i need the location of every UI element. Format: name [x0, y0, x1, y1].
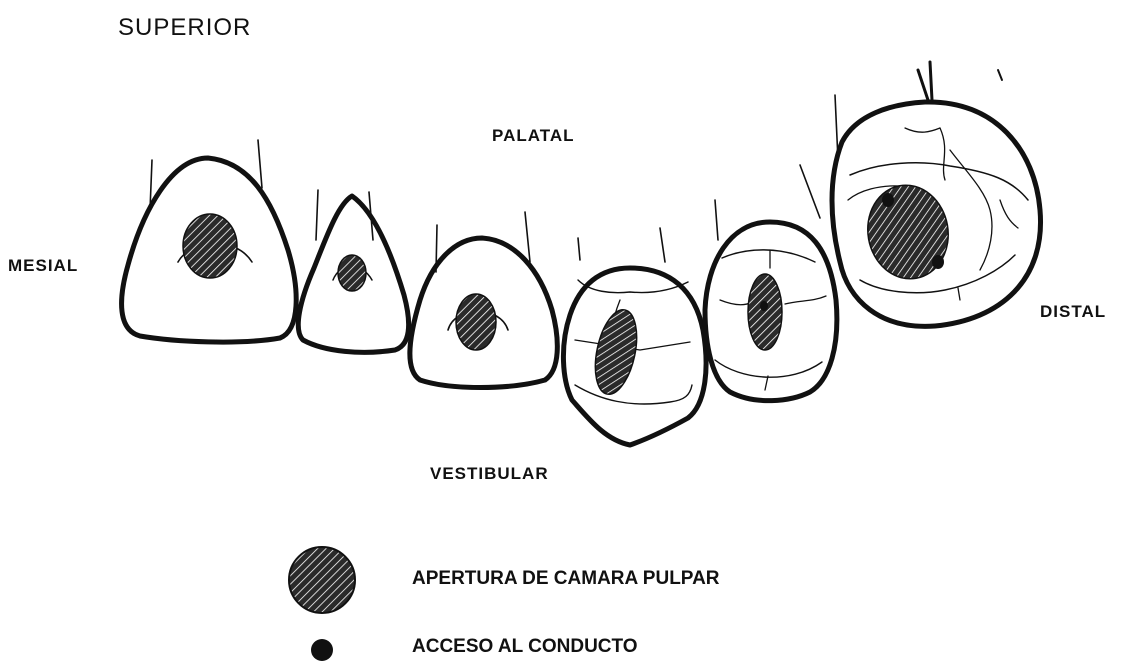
pulp-chamber-1: [183, 214, 237, 278]
legend-symbols: [289, 547, 355, 661]
pulp-chamber-5: [748, 274, 782, 350]
vestibular-label: VESTIBULAR: [430, 464, 549, 484]
apertura-legend-label: APERTURA DE CAMARA PULPAR: [412, 568, 720, 590]
pulp-chamber-4: [588, 306, 643, 398]
tooth-1: [122, 140, 297, 342]
acceso-legend-label: ACCESO AL CONDUCTO: [412, 636, 638, 658]
canal-access-6a: [882, 193, 894, 207]
tooth-3: [410, 212, 557, 388]
tooth-6: [832, 62, 1041, 326]
tooth-2: [298, 190, 408, 352]
canal-access-5: [760, 301, 768, 311]
palatal-label: PALATAL: [492, 126, 575, 146]
pulp-chamber-6: [860, 179, 955, 285]
acceso-legend-icon: [311, 639, 333, 661]
diagram-title: SUPERIOR: [118, 14, 251, 42]
tooth-5: [705, 165, 837, 401]
tooth-4: [563, 228, 706, 445]
mesial-label: MESIAL: [8, 256, 78, 276]
canal-access-6b: [932, 255, 944, 269]
pulp-chamber-2: [338, 255, 366, 291]
distal-label: DISTAL: [1040, 302, 1106, 322]
apertura-legend-icon: [289, 547, 355, 613]
pulp-chamber-3: [456, 294, 496, 350]
